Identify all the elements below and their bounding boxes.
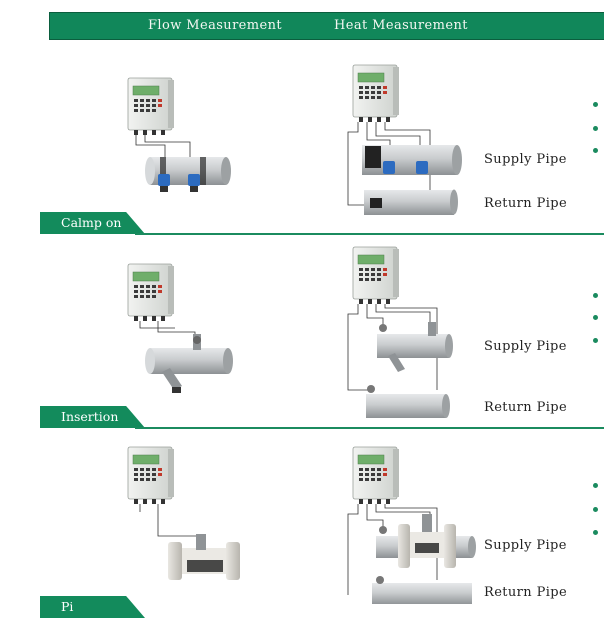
return-pipe-spool	[372, 576, 472, 604]
insertion-pipe	[145, 334, 233, 393]
bullet-dot	[593, 315, 598, 320]
flow-meter-unit	[127, 263, 175, 322]
supply-pipe-label: Supply Pipe	[484, 538, 567, 553]
heat-meter-unit	[352, 246, 400, 305]
return-pipe-insertion	[366, 385, 450, 418]
header-bar: Flow Measurement Heat Measurement	[49, 12, 604, 40]
bullet-dot	[593, 530, 598, 535]
supply-pipe-spool	[376, 514, 476, 568]
bullet-dot	[593, 338, 598, 343]
section-tab-insertion: Insertion	[40, 406, 145, 428]
signal-cables	[139, 321, 196, 340]
return-pipe-label: Return Pipe	[484, 400, 568, 415]
return-pipe-label: Return Pipe	[484, 196, 568, 211]
flow-meter-unit	[127, 446, 175, 505]
flow-meter-unit	[127, 77, 175, 136]
supply-pipe-clamp	[362, 145, 462, 175]
heat-measurement-heading: Heat Measurement	[334, 18, 468, 33]
illustration-canvas	[127, 64, 476, 604]
signal-cables	[347, 504, 438, 595]
signal-cables	[135, 135, 191, 168]
signal-cables	[139, 504, 200, 537]
heat-meter-unit	[352, 446, 400, 505]
section-tab-clamp-on: Calmp on	[40, 212, 145, 234]
spool-flow-meter	[168, 534, 240, 580]
return-pipe-label: Return Pipe	[484, 585, 568, 600]
clamp-on-pipe	[145, 157, 231, 192]
flow-measurement-heading: Flow Measurement	[148, 18, 282, 33]
section-divider	[135, 233, 604, 235]
bullet-dot	[593, 293, 598, 298]
section-divider	[135, 427, 604, 429]
bullet-dot	[593, 483, 598, 488]
supply-pipe-insertion	[377, 322, 453, 372]
bullet-dot	[593, 507, 598, 512]
return-pipe-clamp	[364, 189, 458, 215]
bullet-dot	[593, 148, 598, 153]
supply-pipe-label: Supply Pipe	[484, 152, 567, 167]
heat-meter-unit	[352, 64, 400, 123]
bullet-dot	[593, 126, 598, 131]
supply-pipe-label: Supply Pipe	[484, 339, 567, 354]
bullet-dot	[593, 102, 598, 107]
